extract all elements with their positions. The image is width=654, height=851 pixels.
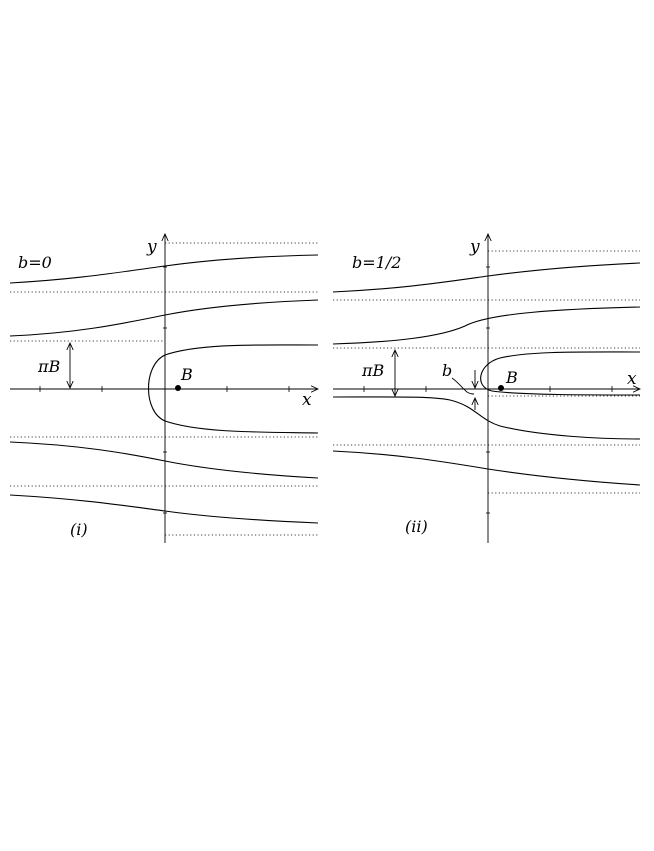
- panel-i: B πB x y b=0 (i): [9, 234, 319, 543]
- dimension-label: πB: [37, 357, 61, 376]
- panel-ii: B πB b x y b=1/2 (ii): [332, 234, 641, 543]
- panel-caption: (ii): [405, 517, 428, 536]
- y-axis-label: y: [146, 237, 157, 257]
- streamline: [332, 262, 641, 293]
- panel-caption: (i): [70, 520, 88, 539]
- point-b-marker: [498, 385, 504, 391]
- gap-label: b: [442, 361, 452, 380]
- streamline-dividing: [332, 396, 641, 440]
- x-axis-label: x: [627, 369, 637, 389]
- streamline: [332, 450, 641, 486]
- streamline-hairpin: [480, 351, 641, 396]
- x-axis-label: x: [302, 390, 312, 410]
- dimension-label: πB: [361, 361, 385, 380]
- parameter-label: b=1/2: [352, 253, 401, 272]
- point-b-marker: [175, 385, 181, 391]
- streamline: [9, 254, 319, 284]
- gap-leader: [451, 377, 475, 395]
- streamline: [9, 299, 319, 337]
- point-b-label: B: [180, 365, 193, 384]
- y-axis-label: y: [469, 237, 480, 257]
- streamline: [9, 441, 319, 479]
- streamline: [9, 494, 319, 524]
- parameter-label: b=0: [18, 253, 52, 272]
- point-b-label: B: [505, 368, 518, 387]
- streamline: [332, 306, 641, 345]
- streamline-hairpin: [147, 344, 319, 434]
